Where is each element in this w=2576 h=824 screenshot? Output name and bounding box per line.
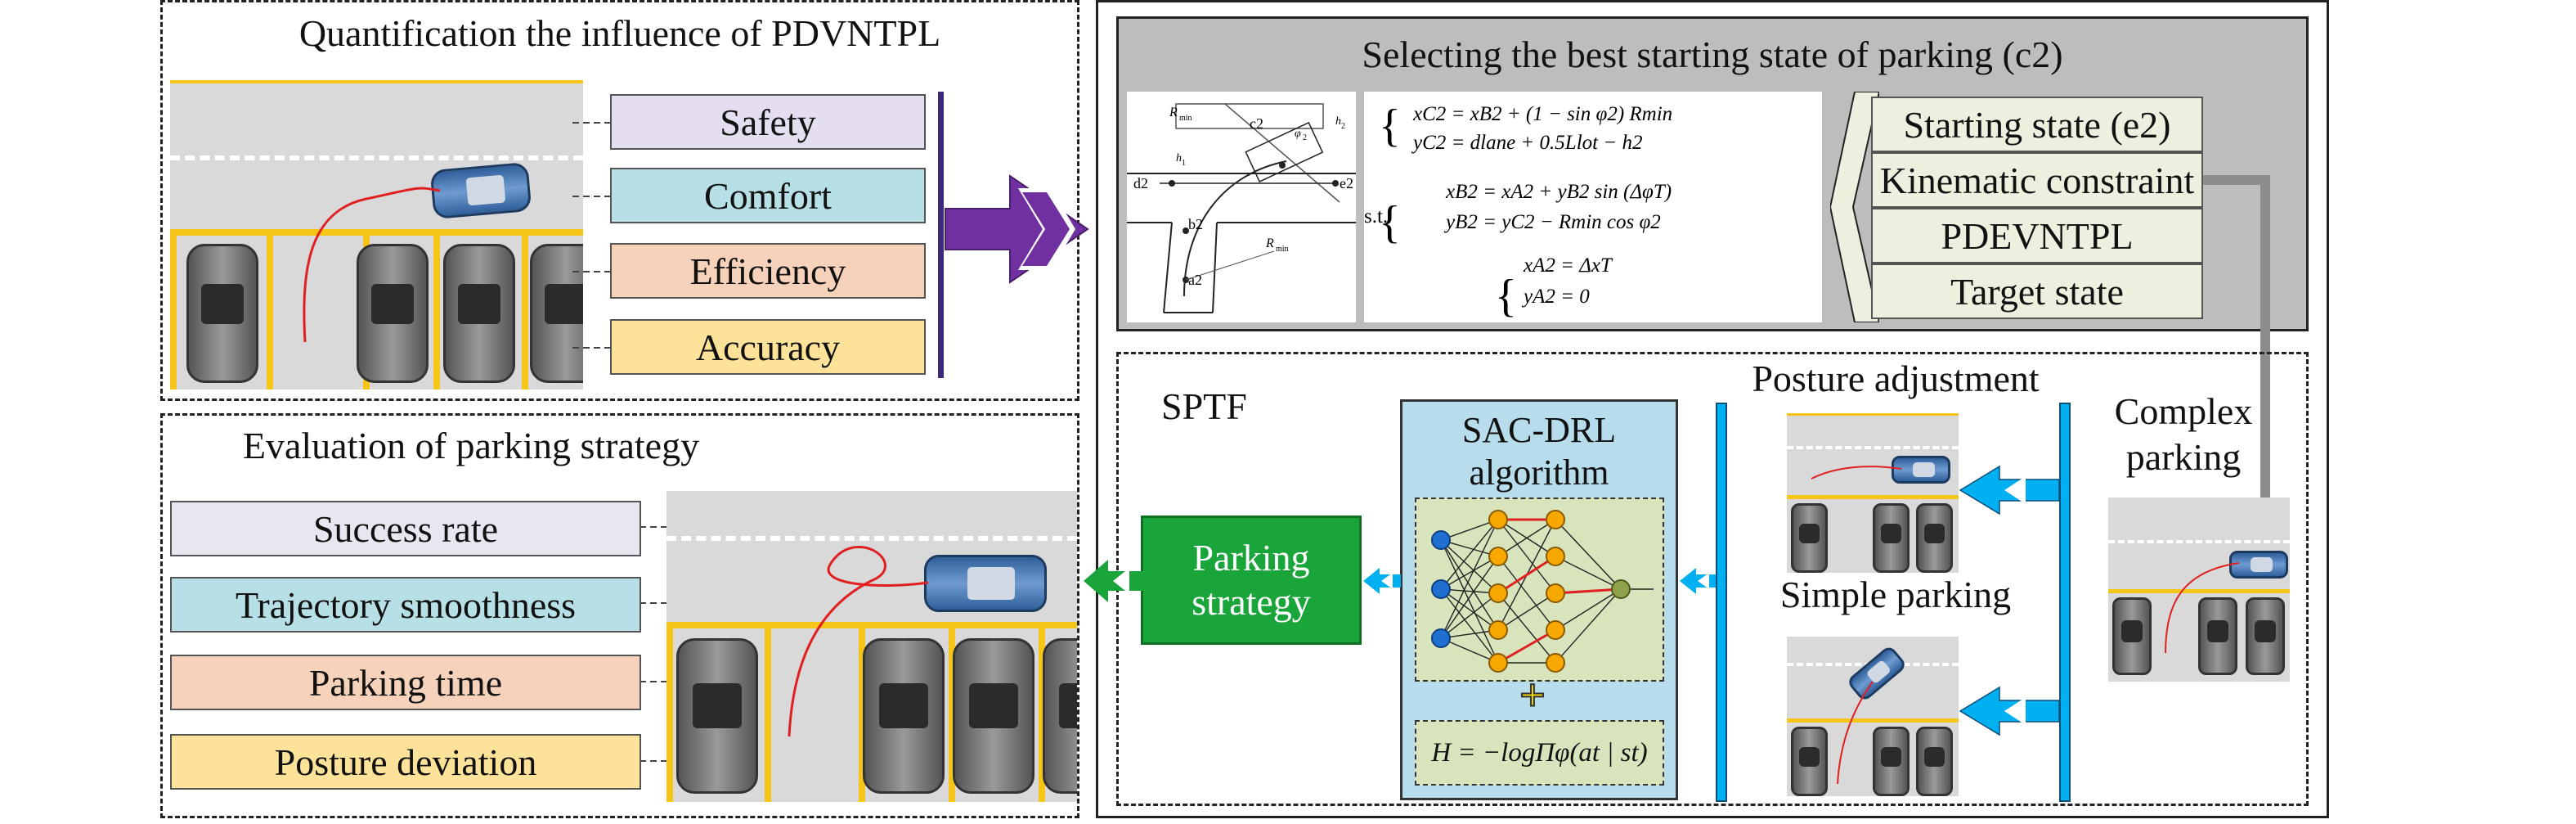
posture-adjustment-label: Posture adjustment	[1752, 358, 2040, 399]
label-success-rate: Success rate	[170, 501, 641, 556]
label-safety: Safety	[610, 94, 926, 150]
label-parking-time: Parking time	[170, 655, 641, 710]
parked-car	[1043, 638, 1077, 794]
equation-line: xA2 = ΔxT	[1523, 254, 1613, 277]
svg-text:min: min	[1276, 245, 1289, 254]
parked-car	[2112, 597, 2152, 675]
svg-text:c2: c2	[1250, 115, 1263, 132]
svg-text:h: h	[1176, 152, 1182, 164]
parking-strategy-box: Parking strategy	[1141, 516, 1362, 645]
label-posture-deviation: Posture deviation	[170, 734, 641, 790]
parked-car	[953, 638, 1034, 794]
selecting-title: Selecting the best starting state of par…	[1362, 34, 2063, 75]
blue-arrow-left-icon	[1680, 568, 1717, 594]
evaluation-panel	[160, 413, 1079, 818]
item-starting-state: Starting state (e2)	[1871, 97, 2203, 152]
svg-text:φ: φ	[1295, 128, 1301, 140]
label-accuracy: Accuracy	[610, 319, 926, 375]
neural-network	[1415, 498, 1664, 682]
parked-car	[1873, 727, 1910, 796]
label-comfort: Comfort	[610, 168, 926, 223]
complex-parking-label: Complex parking	[2114, 390, 2253, 478]
blue-arrow-left-icon	[1363, 568, 1401, 594]
parking-trajectory	[303, 187, 441, 343]
svg-text:{: {	[1495, 271, 1517, 322]
parked-car	[863, 638, 945, 794]
parked-car	[1791, 727, 1828, 796]
chevron-left-icon	[1830, 92, 1879, 322]
blue-bar-right	[2059, 403, 2071, 802]
geometry-sketch: R min c2 φ 2 h 2 d2 e2 h 1 b2 a2 R min	[1127, 92, 1356, 322]
svg-text:{: {	[1379, 101, 1401, 151]
parked-car	[530, 244, 583, 383]
parked-car	[443, 244, 515, 383]
ego-car	[2229, 551, 2288, 579]
posture-adjustment-scene	[1787, 413, 1959, 573]
svg-text:2: 2	[1341, 122, 1345, 131]
equation-line: yA2 = 0	[1521, 286, 1590, 308]
sptf-label: SPTF	[1161, 385, 1247, 427]
parked-car	[186, 244, 258, 383]
parked-car	[1916, 503, 1953, 573]
ego-car	[924, 555, 1047, 612]
blue-arrow-left-icon	[1959, 686, 2060, 736]
svg-text:1: 1	[1182, 159, 1186, 168]
simple-parking-scene	[1787, 637, 1959, 796]
parking-trajectory	[788, 546, 929, 737]
equation-line: yC2 = dlane + 0.5Llot − h2	[1411, 132, 1642, 154]
parked-car	[2246, 597, 2285, 675]
influence-panel	[160, 0, 1079, 401]
algorithm-title: SAC-DRL algorithm	[1461, 410, 1617, 493]
svg-text:2: 2	[1303, 133, 1307, 142]
svg-text:R: R	[1169, 106, 1178, 119]
parked-car	[1873, 503, 1910, 573]
label-efficiency: Efficiency	[610, 243, 926, 299]
svg-text:R: R	[1265, 236, 1274, 250]
equation-line: yB2 = yC2 − Rmin cos φ2	[1443, 211, 1661, 233]
svg-text:d2: d2	[1133, 175, 1148, 191]
complex-parking-scene	[2108, 498, 2290, 682]
simple-parking-label: Simple parking	[1779, 574, 2012, 615]
svg-text:b2: b2	[1188, 216, 1203, 232]
blue-bar-left	[1716, 403, 1727, 802]
blue-arrow-left-icon	[1959, 465, 2060, 516]
influence-title: Quantification the influence of PDVNTPL	[298, 12, 941, 54]
chevron-right-icon	[945, 174, 1089, 284]
green-arrow-left-icon	[1084, 560, 1145, 602]
svg-text:e2: e2	[1340, 175, 1353, 191]
equation-line: xB2 = xA2 + yB2 sin (ΔφT)	[1445, 181, 1672, 203]
st-label: s.t.	[1364, 205, 1388, 227]
evaluation-parking-scene	[666, 491, 1077, 802]
item-pdevntpl: PDEVNTPL	[1871, 208, 2203, 263]
svg-text:h: h	[1335, 115, 1341, 128]
ego-car	[1892, 456, 1950, 484]
parked-car	[2198, 597, 2237, 675]
right-outer-frame	[1096, 0, 2329, 818]
entropy-formula: H = −logΠφ(at | st)	[1415, 720, 1664, 786]
item-kinematic-constraint: Kinematic constraint	[1871, 152, 2203, 208]
equations-panel: { { { xC2 = xB2 + (1 − sin φ2) Rmin yC2 …	[1364, 92, 1822, 322]
svg-text:{: {	[1379, 197, 1401, 248]
parked-car	[357, 244, 429, 383]
evaluation-title: Evaluation of parking strategy	[242, 425, 700, 466]
equation-line: xC2 = xB2 + (1 − sin φ2) Rmin	[1412, 103, 1672, 125]
parked-car	[1916, 727, 1953, 796]
parked-car	[1791, 503, 1828, 573]
label-trajectory-smoothness: Trajectory smoothness	[170, 577, 641, 633]
influence-bar	[938, 92, 944, 378]
parked-car	[676, 638, 758, 794]
influence-parking-scene	[170, 80, 583, 389]
item-target-state: Target state	[1871, 263, 2203, 319]
plus-icon: +	[1519, 669, 1546, 722]
svg-text:min: min	[1179, 114, 1192, 123]
svg-text:a2: a2	[1188, 272, 1202, 288]
